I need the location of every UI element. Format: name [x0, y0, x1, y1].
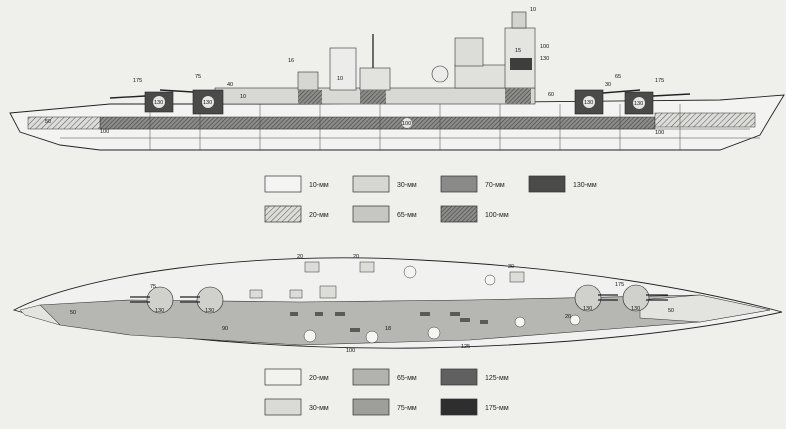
legend-top-swatch-5 [352, 205, 390, 223]
side-label-sec: 10 [240, 94, 246, 100]
side-label-belt-aft: 100 [655, 130, 664, 136]
legend-bottom-label-1: 65-мм [397, 375, 417, 382]
plan-label-deck-b: 18 [385, 326, 391, 332]
plan-label-sec-a: 20 [297, 254, 303, 260]
side-label-tower-low: 130 [540, 56, 549, 62]
legend-top-swatch-1 [352, 175, 390, 193]
legend-bottom-label-3: 30-мм [309, 405, 329, 412]
side-radome [431, 65, 449, 83]
legend-bottom-swatch-1 [352, 368, 390, 386]
side-label-misc-b: 40 [227, 82, 233, 88]
legend-bottom-label-0: 20-мм [309, 375, 329, 382]
plan-stern-armor [639, 294, 771, 323]
legend-bottom-swatch-5 [440, 398, 478, 416]
side-label-belt-mid: 100 [402, 121, 411, 127]
side-label-misc-c: 30 [605, 82, 611, 88]
plan-view: 130 130 130 130 50 50 90 18 125 20 20 30… [12, 254, 783, 354]
legend-top: 10-мм 30-мм 70-мм 130-мм 20-мм 65-мм 100-мм [264, 175, 597, 223]
plan-label-stern: 50 [668, 308, 674, 314]
plan-secondary-mounts [249, 261, 525, 299]
plan-label-bar-b: 175 [615, 282, 624, 288]
plan-label-turret-a: 130 [155, 308, 164, 314]
legend-top-swatch-0 [264, 175, 302, 193]
side-aft-house [359, 67, 391, 91]
plan-label-bar-a: 75 [150, 284, 156, 290]
legend-bottom-label-5: 175-мм [485, 405, 509, 412]
plan-label-turret-d: 130 [631, 306, 640, 312]
plan-circles [303, 265, 581, 344]
legend-top-swatch-2 [440, 175, 478, 193]
side-view: 130 130 130 130 100 100 175 175 50 100 1… [9, 7, 785, 151]
side-label-tower-band: 100 [540, 44, 549, 50]
side-hatched-block-b [360, 90, 386, 104]
plan-turret-a [130, 286, 174, 314]
plan-label-deck-c: 125 [461, 344, 470, 350]
side-stern-belt [654, 112, 756, 128]
plan-turret-d [622, 284, 668, 312]
side-fwd-house [454, 37, 484, 67]
legend-bottom-swatch-0 [264, 368, 302, 386]
legend-top-swatch-4 [264, 205, 302, 223]
side-label-turret-b: 130 [203, 100, 212, 106]
side-label-stern: 100 [100, 129, 109, 135]
plan-label-deck-a: 90 [222, 326, 228, 332]
side-hatched-block-c [505, 88, 531, 104]
legend-top-label-4: 20-мм [309, 212, 329, 219]
side-label-tower-top: 10 [530, 7, 536, 13]
side-tower-band [510, 58, 532, 70]
legend-bottom-swatch-2 [440, 368, 478, 386]
side-label-turret-c: 130 [584, 100, 593, 106]
side-label-funnel: 10 [337, 76, 343, 82]
legend-top-label-1: 30-мм [397, 182, 417, 189]
side-bow-belt [27, 116, 101, 130]
side-label-barbette-a: 175 [133, 78, 142, 84]
legend-bottom: 20-мм 65-мм 125-мм 30-мм 75-мм 175-мм [264, 368, 509, 416]
legend-top-label-6: 100-мм [485, 212, 509, 219]
plan-label-sec-b: 20 [353, 254, 359, 260]
legend-top-label-0: 10-мм [309, 182, 329, 189]
plan-turret-c [574, 284, 618, 312]
legend-top-swatch-3 [528, 175, 566, 193]
legend-top-label-2: 70-мм [485, 182, 505, 189]
legend-bottom-swatch-3 [264, 398, 302, 416]
side-label-tower-mid: 15 [515, 48, 521, 54]
plan-label-sec-c: 30 [508, 264, 514, 270]
legend-top-label-5: 65-мм [397, 212, 417, 219]
plan-label-bow: 50 [70, 310, 76, 316]
legend-top-label-3: 130-мм [573, 182, 597, 189]
side-label-misc-a: 75 [195, 74, 201, 80]
side-label-misc-d: 65 [615, 74, 621, 80]
side-tower-top [511, 11, 527, 29]
side-director [297, 71, 319, 91]
side-label-dir: 16 [288, 58, 294, 64]
side-belt [99, 116, 656, 130]
legend-bottom-swatch-4 [352, 398, 390, 416]
plan-turret-b [180, 286, 224, 314]
side-label-turret-d: 130 [634, 101, 643, 107]
legend-bottom-label-2: 125-мм [485, 375, 509, 382]
plan-label-mid: 20 [565, 314, 571, 320]
legend-bottom-label-4: 75-мм [397, 405, 417, 412]
plan-label-turret-b: 130 [205, 308, 214, 314]
side-frames [60, 104, 760, 150]
plan-label-turret-c: 130 [583, 306, 592, 312]
plan-bow-armor [19, 304, 61, 326]
side-label-bow: 50 [45, 119, 51, 125]
plan-armor-patches [290, 312, 488, 332]
side-funnel [329, 47, 357, 91]
side-hatched-block-a [298, 90, 322, 104]
plan-label-mid-b: 100 [346, 348, 355, 354]
legend-top-swatch-6 [440, 205, 478, 223]
side-label-barbette-d: 175 [655, 78, 664, 84]
side-label-misc-e: 60 [548, 92, 554, 98]
side-label-turret-a: 130 [154, 100, 163, 106]
